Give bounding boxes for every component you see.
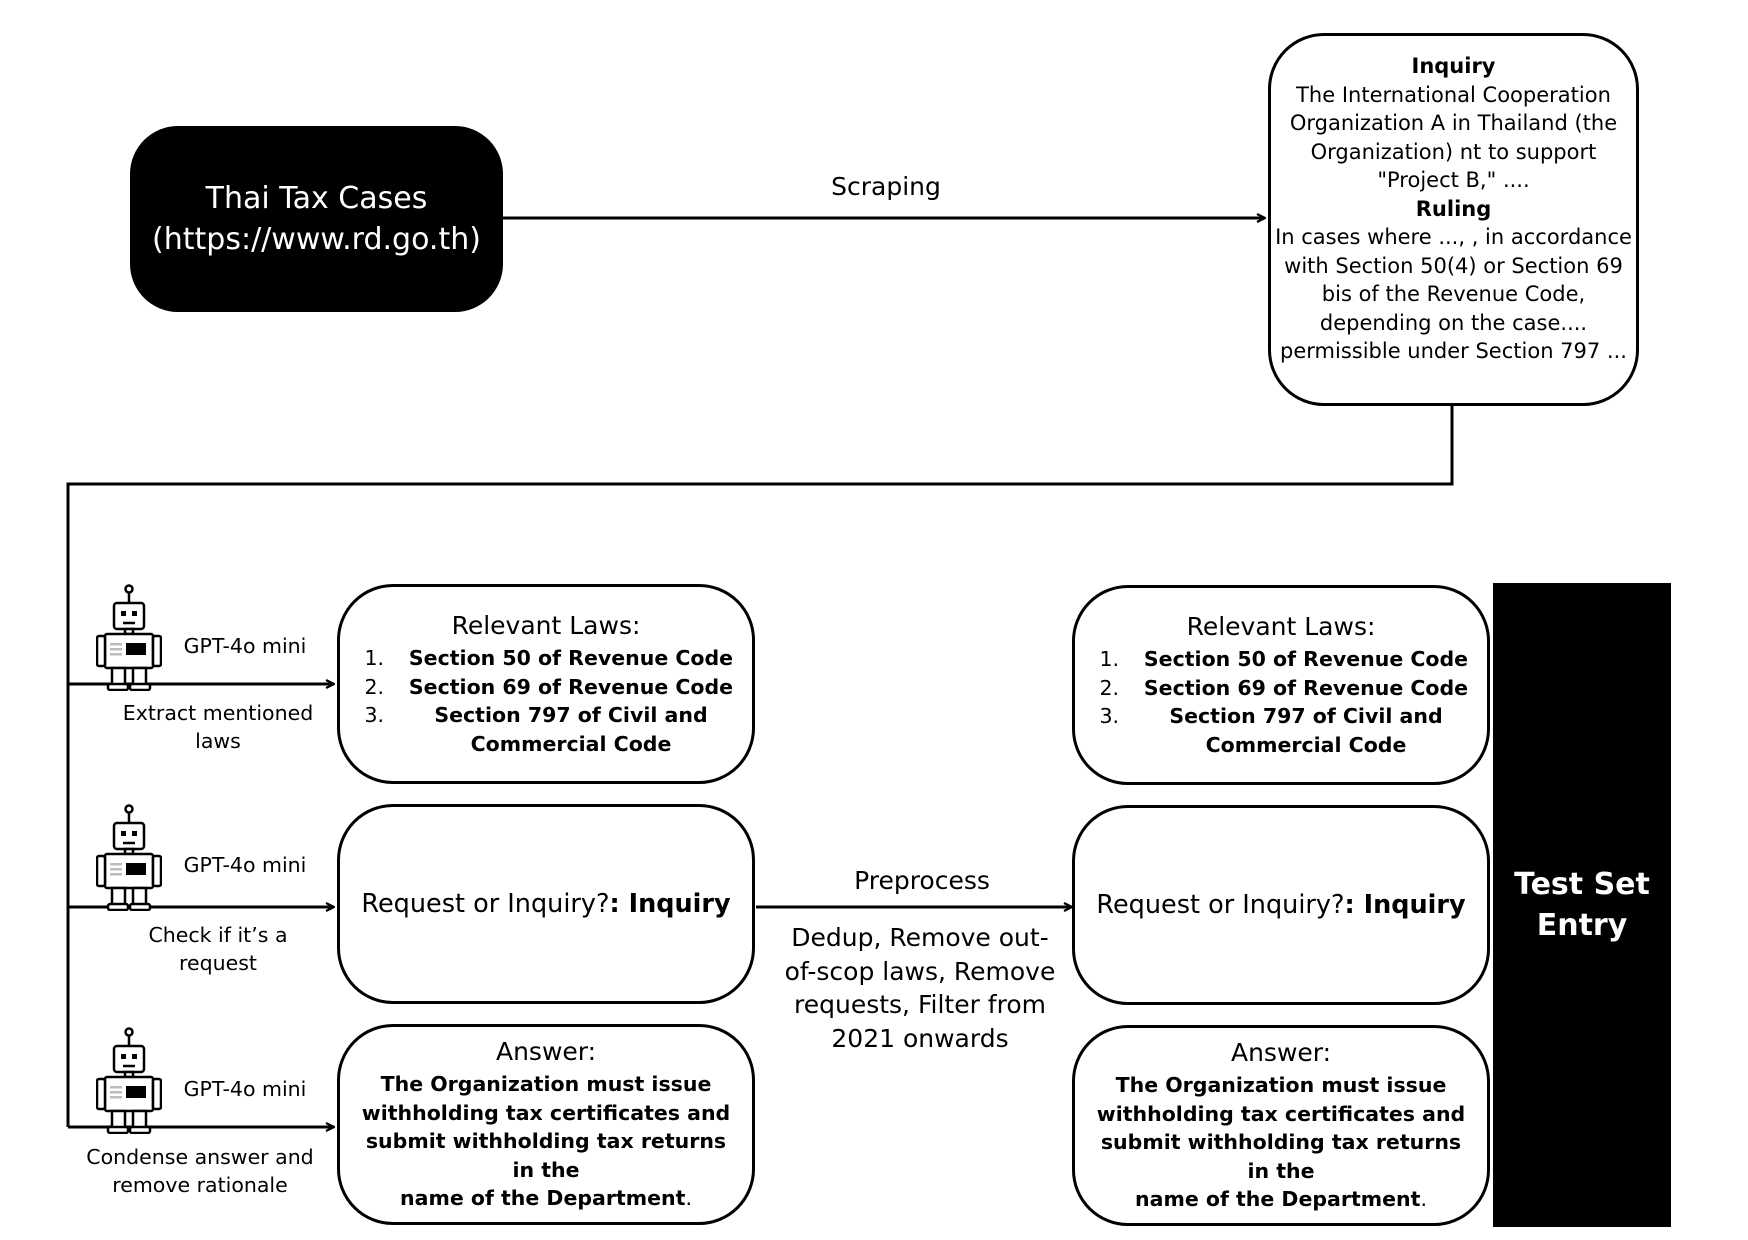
- task-line: request: [179, 950, 257, 975]
- preprocess-detail: Dedup, Remove out- of-scop laws, Remove …: [784, 923, 1056, 1053]
- answer-text: The Organization must issue withholding …: [1096, 1073, 1466, 1212]
- answer-title: Answer:: [1230, 1038, 1332, 1068]
- answer-text: The Organization must issue withholding …: [361, 1072, 731, 1211]
- model-label: GPT-4o mini: [183, 634, 307, 658]
- ruling-line: with Section 50(4) or Section 69: [1284, 253, 1623, 278]
- request-inquiry-box-output: Request or Inquiry?: Inquiry: [1072, 805, 1490, 1005]
- robot-icon: [95, 1026, 163, 1138]
- law-item: 1.Section 50 of Revenue Code: [364, 646, 734, 670]
- source-box: Thai Tax Cases (https://www.rd.go.th): [130, 126, 503, 312]
- robot-icon: [95, 583, 163, 695]
- task-label: Check if it’s a request: [110, 922, 326, 977]
- model-label: GPT-4o mini: [183, 1077, 307, 1101]
- law-item: 2.Section 69 of Revenue Code: [364, 674, 734, 699]
- laws-title: Relevant Laws:: [451, 611, 641, 640]
- ruling-line: bis of the Revenue Code,: [1321, 282, 1586, 306]
- case-to-steps-connector: [66, 406, 1454, 1127]
- inquiry-line: The International Cooperation: [1296, 82, 1611, 107]
- law-item: 2.Section 69 of Revenue Code: [1099, 675, 1469, 700]
- task-line: Check if it’s a: [148, 923, 288, 947]
- answer-box-output: Answer: The Organization must issue with…: [1072, 1025, 1490, 1226]
- law-item: 1.Section 50 of Revenue Code: [1099, 647, 1469, 671]
- ruling-line: permissible under Section 797 ...: [1280, 339, 1627, 363]
- laws-list: 1.Section 50 of Revenue Code 2.Section 6…: [1075, 645, 1487, 759]
- answer-title: Answer:: [495, 1037, 597, 1067]
- preprocess-label: Preprocess: [854, 866, 990, 895]
- answer-box: Answer: The Organization must issue with…: [337, 1024, 755, 1225]
- inquiry-header: Inquiry: [1411, 54, 1496, 78]
- task-line: Condense answer and: [86, 1145, 314, 1169]
- inquiry-line: "Project B," ....: [1377, 168, 1530, 192]
- inquiry-line: Organization A in Thailand (the: [1289, 111, 1618, 135]
- ruling-header: Ruling: [1415, 196, 1492, 221]
- request-value: : Inquiry: [609, 889, 731, 919]
- task-label: Condense answer and remove rationale: [78, 1144, 322, 1199]
- request-inquiry-box: Request or Inquiry?: Inquiry: [337, 804, 755, 1004]
- request-value: : Inquiry: [1344, 890, 1466, 920]
- test-set-line: Test Set: [1514, 867, 1650, 902]
- relevant-laws-box-output: Relevant Laws: 1.Section 50 of Revenue C…: [1072, 585, 1490, 785]
- task-line: laws: [195, 728, 241, 753]
- model-label: GPT-4o mini: [183, 853, 307, 877]
- task-line: remove rationale: [112, 1172, 288, 1197]
- test-set-entry-bar: Test Set Entry: [1493, 583, 1671, 1227]
- request-question: Request or Inquiry?: [1096, 890, 1345, 920]
- ruling-line: In cases where ..., , in accordance: [1275, 225, 1632, 249]
- test-set-line: Entry: [1536, 908, 1628, 943]
- scraping-label: Scraping: [831, 172, 941, 201]
- task-label: Extract mentioned laws: [110, 700, 326, 755]
- source-url: (https://www.rd.go.th): [152, 222, 481, 257]
- laws-title: Relevant Laws:: [1186, 612, 1376, 641]
- source-title: Thai Tax Cases: [205, 181, 428, 216]
- inquiry-line: Organization) nt to support: [1310, 139, 1597, 164]
- ruling-line: depending on the case....: [1319, 310, 1588, 335]
- robot-icon: [95, 803, 163, 915]
- relevant-laws-box: Relevant Laws: 1.Section 50 of Revenue C…: [337, 584, 755, 784]
- laws-list: 1.Section 50 of Revenue Code 2.Section 6…: [340, 644, 752, 758]
- task-line: Extract mentioned: [122, 701, 314, 725]
- tax-case-box: Inquiry The International Cooperation Or…: [1268, 33, 1639, 406]
- request-question: Request or Inquiry?: [361, 889, 610, 919]
